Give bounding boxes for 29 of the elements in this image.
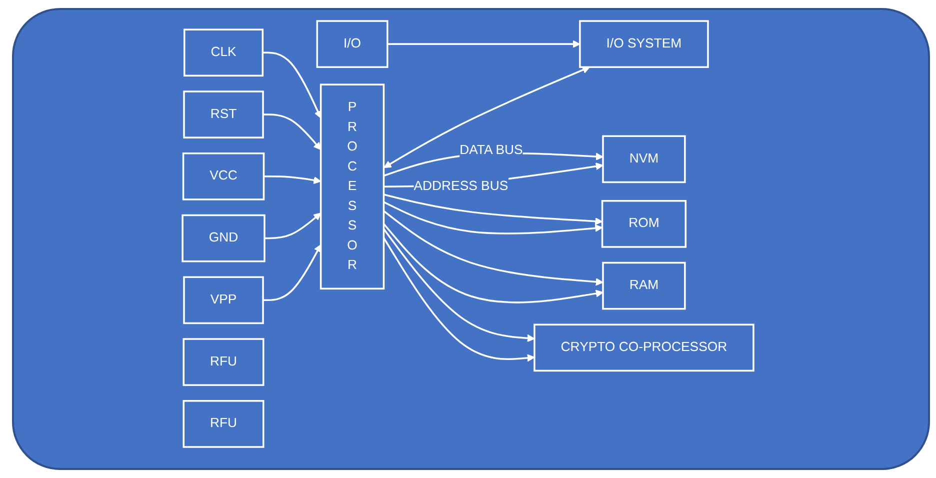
node-box: RST xyxy=(183,90,264,138)
node-box: GND xyxy=(182,214,266,262)
node-box: RFU xyxy=(182,338,264,386)
edge-label: DATA BUS xyxy=(460,142,523,158)
arrow xyxy=(383,201,603,234)
arrow xyxy=(264,212,322,240)
arrow xyxy=(382,237,535,362)
edge-label: ADDRESS BUS xyxy=(414,178,508,194)
arrow xyxy=(383,228,535,342)
arrow xyxy=(264,176,322,184)
node-box: VPP xyxy=(183,276,264,324)
node-box: PROCESSOR xyxy=(320,84,385,290)
node-box: I/O SYSTEM xyxy=(579,20,709,68)
node-box: NVM xyxy=(602,135,686,184)
arrow xyxy=(387,40,580,48)
arrow xyxy=(263,114,322,150)
arrow xyxy=(384,194,603,226)
node-box: CLK xyxy=(184,28,264,77)
node-box: RFU xyxy=(182,400,264,448)
node-box: CRYPTO CO-PROCESSOR xyxy=(534,324,754,372)
node-box: VCC xyxy=(182,152,265,200)
arrow xyxy=(384,66,590,168)
arrow xyxy=(263,244,322,302)
arrow xyxy=(383,210,604,286)
node-box: ROM xyxy=(601,200,687,248)
node-box: I/O xyxy=(316,20,388,68)
arrow xyxy=(383,223,604,304)
node-box: RAM xyxy=(602,262,686,310)
arrow xyxy=(262,52,322,118)
